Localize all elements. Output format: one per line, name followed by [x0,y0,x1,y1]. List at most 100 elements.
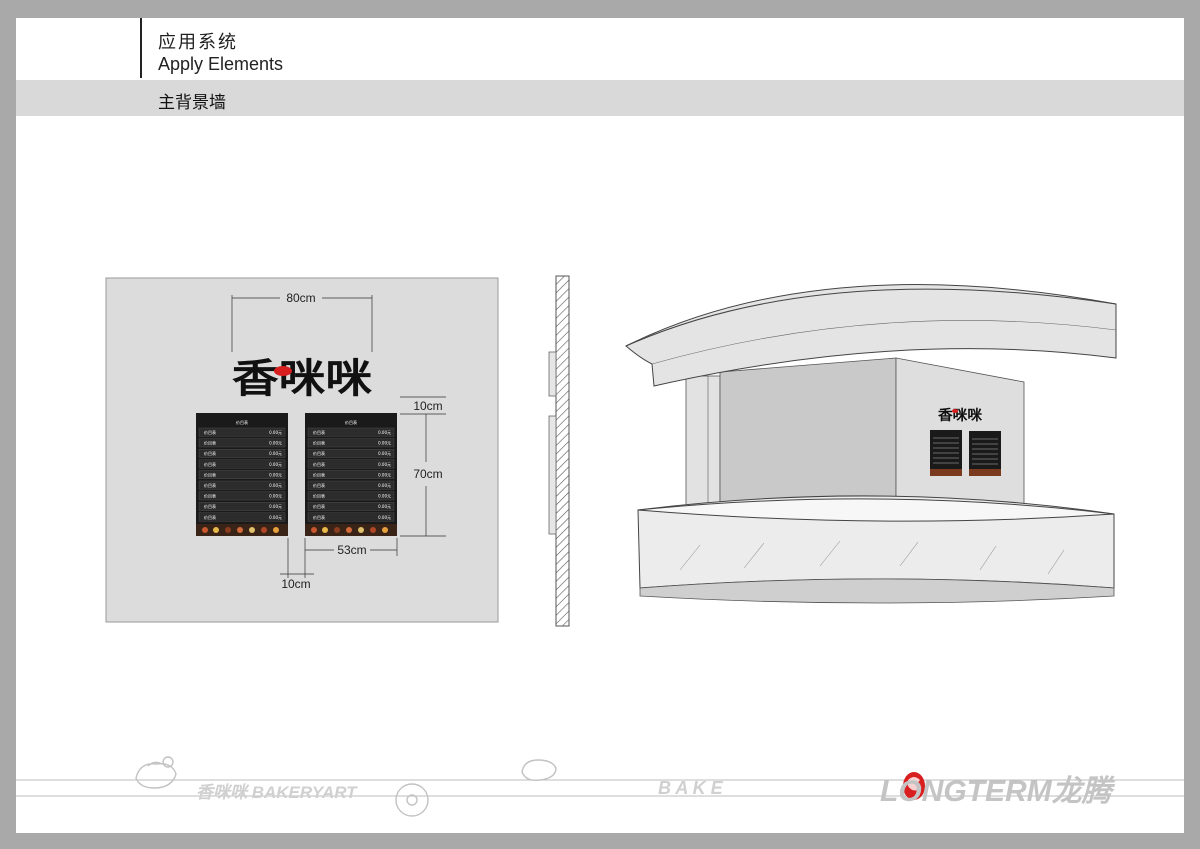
dim-side-gap: 10cm [280,538,314,591]
dim-board-width: 53cm [304,538,398,557]
section-bar [16,80,1184,116]
section-board-block [548,415,557,535]
menu-row-item: 价目表 [313,461,325,467]
section-title: 主背景墙 [158,93,226,113]
menu-row-item: 价目表 [204,503,216,509]
menu-row-price: 0.00元 [378,462,391,467]
menu-row-price: 0.00元 [378,504,391,509]
menu-row-item: 价目表 [204,440,216,446]
dim-80cm-label: 80cm [286,291,315,305]
kiosk-left-pillar [685,375,721,512]
menu-row-price: 0.00元 [269,472,282,477]
cake-icon [521,759,557,782]
menu-row-item: 价目表 [204,450,216,456]
menu-row-item: 价目表 [313,503,325,509]
kiosk-menu-board-right [969,431,1001,476]
menu-row-price: 0.00元 [378,451,391,456]
menu-row [307,427,395,437]
menu-row-item: 价目表 [204,514,216,520]
menu-row-item: 价目表 [204,493,216,499]
menu-row-price: 0.00元 [269,430,282,435]
dim-top-10cm-label: 10cm [413,399,442,413]
menu-row-item: 价目表 [313,514,325,520]
header-rule [140,18,142,78]
menu-row [307,449,395,458]
menu-row [307,459,395,469]
kiosk-counter-base [639,578,1115,604]
section-view [548,275,570,627]
menu-row-item: 价目表 [313,450,325,456]
dim-board-height: 70cm [400,414,446,537]
menu-row-price: 0.00元 [378,494,391,499]
counter-glass-reflections [679,540,1065,575]
menu-row-price: 0.00元 [378,472,391,477]
kiosk-back-wall [719,357,897,517]
menu-row [307,491,395,501]
kiosk-logo-lips-icon [952,409,958,413]
kiosk-perspective: 香咪咪 [625,284,1117,604]
menu-row-price: 0.00元 [269,462,282,467]
menu-row-item: 价目表 [313,482,325,488]
menu-row-price: 0.00元 [269,441,282,446]
logo-lips-icon [274,366,292,376]
menu-row-item: 价目表 [204,461,216,467]
menu-row [198,502,286,511]
dim-side-10cm-label: 10cm [281,577,310,591]
footer-spaced-letters: B A K E [658,778,723,798]
menu-row-price: 0.00元 [269,494,282,499]
menu-row [307,438,395,448]
menu-row [198,480,286,490]
menu-row-price: 0.00元 [269,483,282,488]
menu-board-left-heading: 价目表 [236,419,248,425]
menu-row [307,480,395,490]
menu-board-right-heading: 价目表 [345,419,357,425]
menu-row-item: 价目表 [204,482,216,488]
menu-row [307,470,395,479]
menu-row [198,470,286,479]
menu-row [198,459,286,469]
menu-row [307,512,395,522]
menu-row-item: 价目表 [204,429,216,435]
menu-row [198,449,286,458]
brand-wordmark: LONGTERM龙腾 [880,775,1112,808]
kiosk-wall-logo: 香咪咪 [937,407,983,424]
menu-row [307,502,395,511]
brand-logo-text: 香咪咪 [232,355,372,402]
menu-row [198,438,286,448]
menu-row [198,427,286,437]
wall-section-hatch [555,275,570,627]
section-logo-block [548,351,557,397]
footer-watermark: 香咪咪 BAKERYART [196,783,357,802]
menu-row-price: 0.00元 [269,515,282,520]
donut-icon [395,783,429,817]
menu-row [198,512,286,522]
dim-logo-width: 80cm [231,291,373,352]
menu-row-price: 0.00元 [378,441,391,446]
menu-row-price: 0.00元 [269,504,282,509]
kiosk-canopy [625,284,1117,387]
menu-row-price: 0.00元 [378,430,391,435]
menu-row-price: 0.00元 [378,515,391,520]
brand-logo: 香咪咪 [232,355,372,402]
menu-row-price: 0.00元 [378,483,391,488]
menu-row-item: 价目表 [204,471,216,477]
bread-icon [135,756,177,789]
page-title-en: Apply Elements [158,54,284,74]
menu-row-item: 价目表 [313,471,325,477]
kiosk-counter-top [637,498,1115,522]
menu-row-item: 价目表 [313,440,325,446]
menu-row-price: 0.00元 [269,451,282,456]
menu-row [198,491,286,501]
page-title-cn: 应用系统 [158,32,238,53]
menu-row-item: 价目表 [313,493,325,499]
menu-row-item: 价目表 [313,429,325,435]
dim-53cm-label: 53cm [337,543,366,557]
footer [16,756,1184,817]
wall-panel [105,277,499,623]
